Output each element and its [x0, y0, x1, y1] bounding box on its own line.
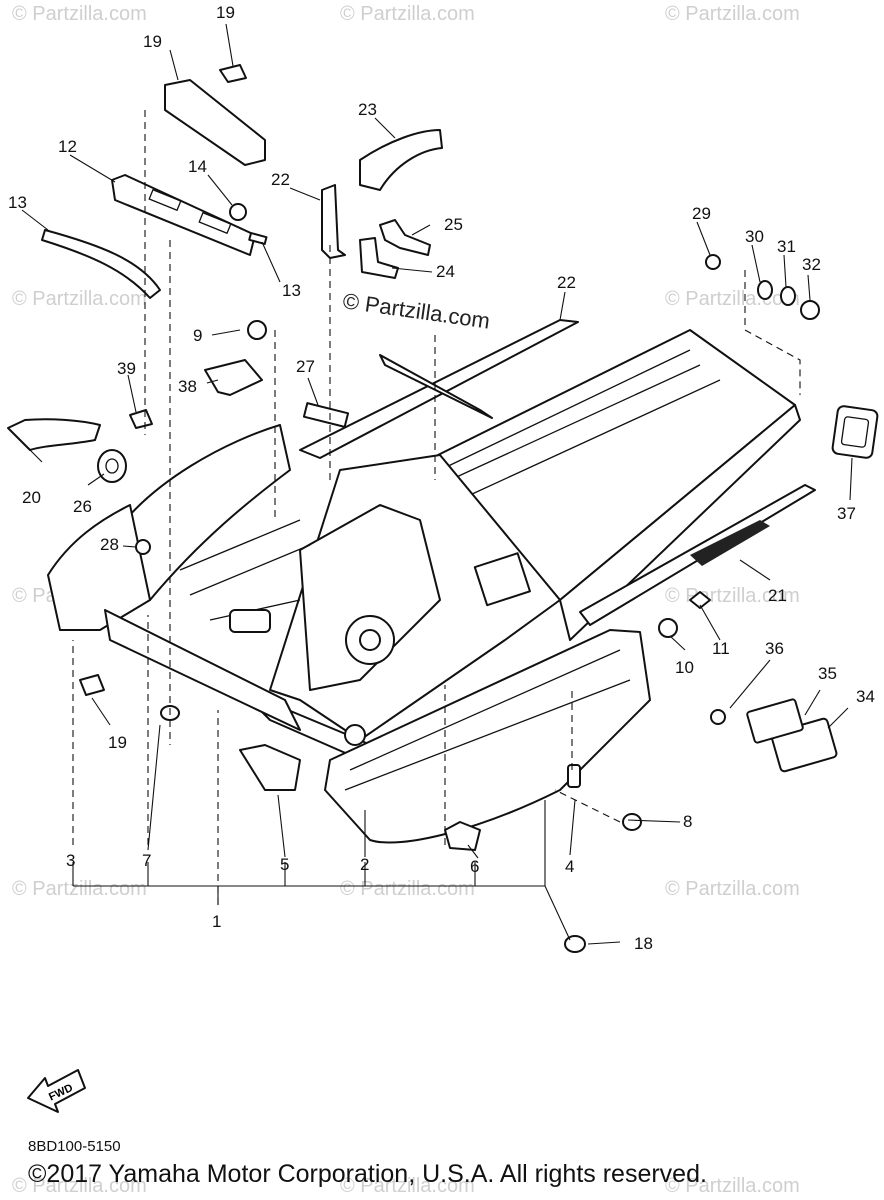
watermark: © Partzilla.com — [12, 3, 147, 25]
callout-28: 27 — [296, 357, 315, 376]
callout-26: 23 — [358, 100, 377, 119]
diagram-code: 8BD100-5150 — [28, 1138, 121, 1155]
callout-31: 30 — [745, 227, 764, 246]
watermark: © Partzilla.com — [340, 1175, 475, 1197]
callout-33: 32 — [802, 255, 821, 274]
callout-13: 13 — [8, 193, 27, 212]
callout-10: 10 — [675, 658, 694, 677]
fwd-arrow-icon: FWD — [27, 1069, 86, 1113]
watermark-main: © Partzilla.com — [341, 288, 491, 333]
callout-2: 2 — [360, 855, 369, 874]
callout-27: 26 — [73, 497, 92, 516]
watermark: © Partzilla.com — [12, 878, 147, 900]
callout-5: 5 — [280, 855, 289, 874]
callout-18: 19 — [143, 32, 162, 51]
callout-17: 18 — [634, 934, 653, 953]
watermark: © Partzilla.com — [665, 3, 800, 25]
callout-15: 14 — [188, 157, 207, 176]
watermark: © Partzilla.com — [12, 1175, 147, 1197]
callout-36: 36 — [765, 639, 784, 658]
callout-4: 4 — [565, 857, 574, 876]
callout-12: 12 — [58, 137, 77, 156]
frame-assembly — [47, 329, 801, 844]
callout-6: 6 — [470, 857, 479, 876]
watermark: © Partzilla.com — [340, 878, 475, 900]
callout-3: 3 — [66, 851, 75, 870]
callout-37: 37 — [837, 504, 856, 523]
watermark: © Partzilla.com — [12, 288, 147, 310]
callout-1: 1 — [212, 912, 221, 931]
leader-lines — [21, 23, 853, 945]
small-parts — [7, 64, 879, 953]
callout-9: 9 — [193, 326, 202, 345]
callout-19b: 19 — [108, 733, 127, 752]
watermark: © Partzilla.com — [340, 3, 475, 25]
callout-29: 28 — [100, 535, 119, 554]
callout-24: 25 — [444, 215, 463, 234]
callout-21: 21 — [768, 586, 787, 605]
watermark: © Partzilla.com — [665, 1175, 800, 1197]
watermark: © Partzilla.com — [665, 288, 800, 310]
callout-22: 22 — [557, 273, 576, 292]
callout-7: 7 — [142, 851, 151, 870]
callout-39: 39 — [117, 359, 136, 378]
callout-25: 22 — [271, 170, 290, 189]
callout-14: 13 — [282, 281, 301, 300]
watermark: © Partzilla.com — [665, 878, 800, 900]
callout-23: 24 — [436, 262, 455, 281]
callout-19: 19 — [216, 3, 235, 22]
callout-34: 34 — [856, 687, 875, 706]
callout-35: 35 — [818, 664, 837, 683]
copyright-notice: ©2017 Yamaha Motor Corporation, U.S.A. A… — [28, 1160, 707, 1188]
callout-20: 20 — [22, 488, 41, 507]
callouts: 19 19 12 13 14 13 23 22 25 24 22 9 38 39… — [8, 3, 875, 953]
callout-32: 31 — [777, 237, 796, 256]
callout-11: 11 — [712, 639, 730, 658]
callout-38: 38 — [178, 377, 197, 396]
callout-30: 29 — [692, 204, 711, 223]
callout-8: 8 — [683, 812, 692, 831]
